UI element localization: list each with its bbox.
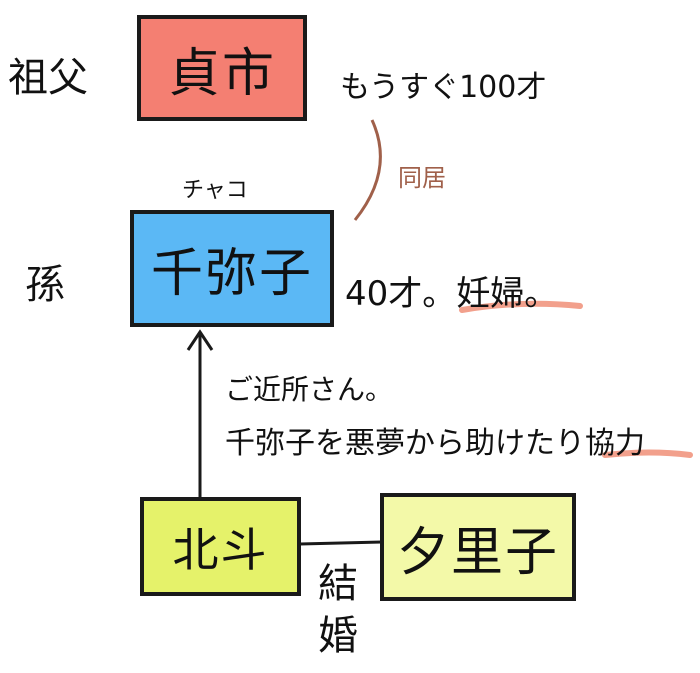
- yuriko-box: 夕里子: [380, 493, 576, 601]
- grandfather-note: もうすぐ100才: [340, 70, 547, 105]
- marriage-line: [299, 540, 383, 546]
- pregnant-underline: [459, 300, 583, 313]
- arrow-head-icon: [186, 329, 214, 351]
- neighbors-desc-main: 千弥子を悪夢から助けたり: [225, 426, 585, 461]
- hokuto-name: 北斗: [172, 522, 269, 577]
- chiyako-note: 40才。妊婦。: [345, 266, 558, 315]
- chiyako-box: 千弥子: [130, 210, 334, 327]
- grandfather-box: 貞市: [137, 15, 307, 121]
- chiyako-nickname: チャコ: [182, 178, 248, 203]
- neighbors-label: ご近所さん。: [225, 373, 394, 406]
- neighbors-desc-highlight: 協力: [585, 426, 645, 461]
- cohabit-label: 同居: [398, 164, 446, 192]
- neighbors-description: 千弥子を悪夢から助けたり協力: [225, 418, 645, 462]
- chiyako-name: 千弥子: [150, 244, 313, 304]
- grandfather-name: 貞市: [167, 43, 276, 104]
- hokuto-box: 北斗: [140, 497, 301, 596]
- chiyako-status: 妊婦: [456, 274, 525, 314]
- chiyako-role-label: 孫: [25, 262, 65, 308]
- grandfather-role-label: 祖父: [8, 55, 88, 101]
- marriage-label: 結婚: [318, 561, 358, 659]
- cooperation-underline: [602, 449, 693, 458]
- chiyako-age: 40才。: [345, 274, 457, 314]
- chiyako-note-end: 。: [524, 274, 559, 314]
- cohabit-bracket: [353, 119, 382, 221]
- yuriko-name: 夕里子: [396, 522, 559, 583]
